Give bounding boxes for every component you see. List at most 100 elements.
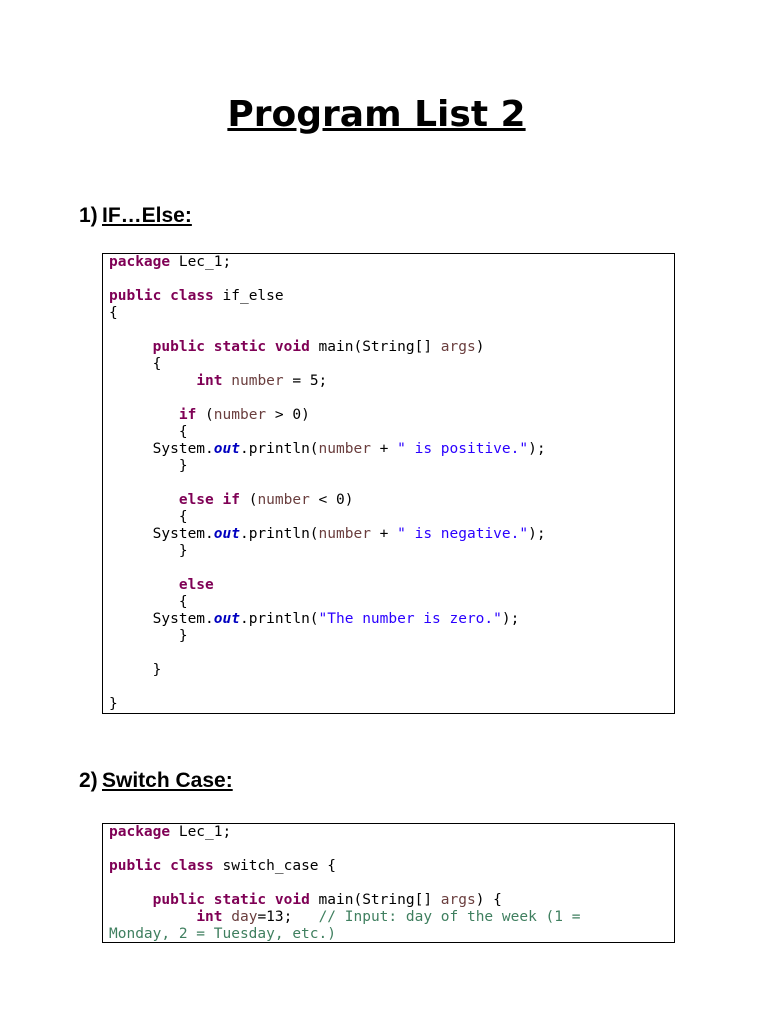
code-text: Lec_1; — [170, 824, 232, 840]
code-keyword: class — [170, 288, 214, 304]
code-line: } — [109, 696, 118, 713]
code-text: ( — [239, 492, 258, 508]
code-keyword: public — [152, 892, 206, 908]
code-text: ); — [528, 526, 546, 542]
code-text: { — [109, 594, 188, 610]
code-line: { — [109, 356, 162, 373]
code-text: + — [370, 526, 398, 542]
code-line: { — [109, 594, 188, 611]
code-variable: args — [440, 892, 476, 908]
code-text — [109, 339, 153, 355]
code-keyword: public — [109, 288, 162, 304]
code-keyword: package — [109, 254, 171, 270]
code-text: > 0) — [266, 407, 310, 423]
code-line: package Lec_1; — [109, 254, 231, 271]
code-variable: number — [231, 373, 284, 389]
code-keyword: if — [222, 492, 240, 508]
code-block-switch-case: package Lec_1;public class switch_case {… — [102, 823, 675, 943]
code-text: } — [109, 662, 162, 678]
code-keyword: static — [213, 339, 267, 355]
code-text — [161, 858, 170, 874]
code-keyword: int — [196, 373, 223, 389]
code-comment: // Input: day of the week (1 = — [318, 909, 581, 925]
code-text: System. — [109, 441, 214, 457]
code-text: main(String[] — [309, 339, 441, 355]
code-variable: number — [213, 407, 267, 423]
code-variable: day — [231, 909, 258, 925]
code-line: else — [109, 577, 214, 594]
code-keyword: int — [196, 909, 223, 925]
code-line: System.out.println(number + " is positiv… — [109, 441, 546, 458]
code-string: " is negative." — [397, 526, 529, 542]
code-text: { — [109, 424, 188, 440]
code-text: if_else — [213, 288, 284, 304]
code-text: main(String[] — [309, 892, 441, 908]
code-text — [205, 339, 214, 355]
code-line: { — [109, 424, 188, 441]
section-heading-switch-case: 2)Switch Case: — [79, 768, 233, 794]
section-label: IF…Else: — [102, 204, 192, 227]
code-text: ( — [196, 407, 214, 423]
code-keyword: public — [109, 858, 162, 874]
code-keyword: package — [109, 824, 171, 840]
code-line: int number = 5; — [109, 373, 327, 390]
code-text — [214, 492, 223, 508]
code-line: else if (number < 0) — [109, 492, 354, 509]
code-keyword: void — [274, 339, 310, 355]
code-line: int day=13; // Input: day of the week (1… — [109, 909, 580, 926]
code-variable: number — [257, 492, 310, 508]
code-line: System.out.println("The number is zero."… — [109, 611, 520, 628]
code-text — [109, 909, 196, 925]
code-line: public class if_else — [109, 288, 284, 305]
code-line: if (number > 0) — [109, 407, 310, 424]
code-string: " is positive." — [397, 441, 529, 457]
code-line: } — [109, 662, 162, 679]
code-text — [161, 288, 170, 304]
code-keyword: static — [213, 892, 267, 908]
section-label: Switch Case: — [102, 769, 233, 792]
code-text: } — [109, 543, 188, 559]
code-keyword: public — [152, 339, 206, 355]
code-text: .println( — [239, 526, 319, 542]
code-text: + — [370, 441, 398, 457]
code-line: public static void main(String[] args) { — [109, 892, 502, 909]
code-text: } — [109, 458, 188, 474]
code-line: package Lec_1; — [109, 824, 231, 841]
code-text: ) — [475, 339, 485, 355]
code-text — [109, 492, 179, 508]
code-text: .println( — [239, 441, 319, 457]
code-keyword: class — [170, 858, 214, 874]
code-text — [266, 892, 275, 908]
code-line: Monday, 2 = Tuesday, etc.) — [109, 926, 336, 942]
section-heading-if-else: 1)IF…Else: — [79, 203, 192, 229]
code-text: ); — [528, 441, 546, 457]
code-text: < 0) — [309, 492, 354, 508]
code-variable: args — [440, 339, 476, 355]
code-line: { — [109, 509, 188, 526]
code-line: } — [109, 458, 188, 475]
code-text: } — [109, 628, 188, 644]
code-text: Lec_1; — [170, 254, 232, 270]
code-variable: number — [318, 441, 371, 457]
code-block-if-else: package Lec_1;public class if_else{ publ… — [102, 253, 675, 714]
code-text: switch_case { — [213, 858, 337, 874]
code-keyword: void — [274, 892, 310, 908]
code-text: } — [109, 696, 118, 712]
code-text: ); — [501, 611, 520, 627]
code-line: { — [109, 305, 118, 322]
code-variable: number — [318, 526, 371, 542]
code-text — [205, 892, 214, 908]
code-text — [266, 339, 275, 355]
section-number: 2) — [79, 769, 98, 792]
code-text — [109, 892, 153, 908]
code-text: { — [109, 509, 188, 525]
code-text — [109, 577, 179, 593]
code-line: public static void main(String[] args) — [109, 339, 485, 356]
code-string: "The number is zero." — [318, 611, 502, 627]
page-title: Program List 2 — [227, 94, 526, 135]
code-keyword: if — [178, 407, 197, 423]
code-text: =13; — [257, 909, 319, 925]
code-text: = 5; — [283, 373, 328, 389]
code-field: out — [213, 441, 240, 457]
code-text: System. — [109, 526, 214, 542]
